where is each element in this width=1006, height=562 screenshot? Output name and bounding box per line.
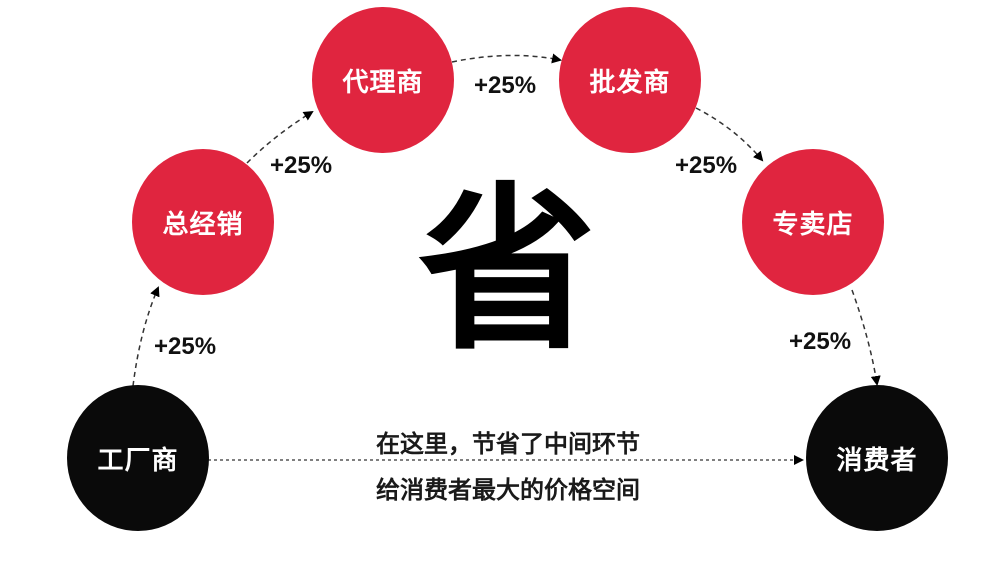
node-wholesaler: 批发商 [559, 7, 701, 153]
node-consumer: 消费者 [806, 385, 948, 531]
markup-label-2: +25% [270, 152, 333, 179]
node-retail-store: 专卖店 [742, 149, 884, 295]
node-consumer-label: 消费者 [836, 445, 918, 476]
markup-label-3: +25% [474, 72, 537, 99]
node-retail-store-label: 专卖店 [772, 209, 854, 240]
node-general-distributor-label: 总经销 [162, 209, 244, 240]
caption-line-1: 在这里，节省了中间环节 [376, 430, 640, 458]
node-general-distributor: 总经销 [132, 149, 274, 295]
node-wholesaler-label: 批发商 [589, 67, 671, 98]
node-agent: 代理商 [312, 7, 454, 153]
markup-label-4: +25% [675, 152, 738, 179]
markup-label-1: +25% [154, 333, 217, 360]
markup-label-5: +25% [789, 328, 852, 355]
caption-line-2: 给消费者最大的价格空间 [376, 476, 640, 504]
save-glyph: 省 [418, 167, 596, 374]
node-factory: 工厂商 [67, 385, 209, 531]
node-factory-label: 工厂商 [97, 445, 179, 476]
node-agent-label: 代理商 [342, 67, 424, 98]
